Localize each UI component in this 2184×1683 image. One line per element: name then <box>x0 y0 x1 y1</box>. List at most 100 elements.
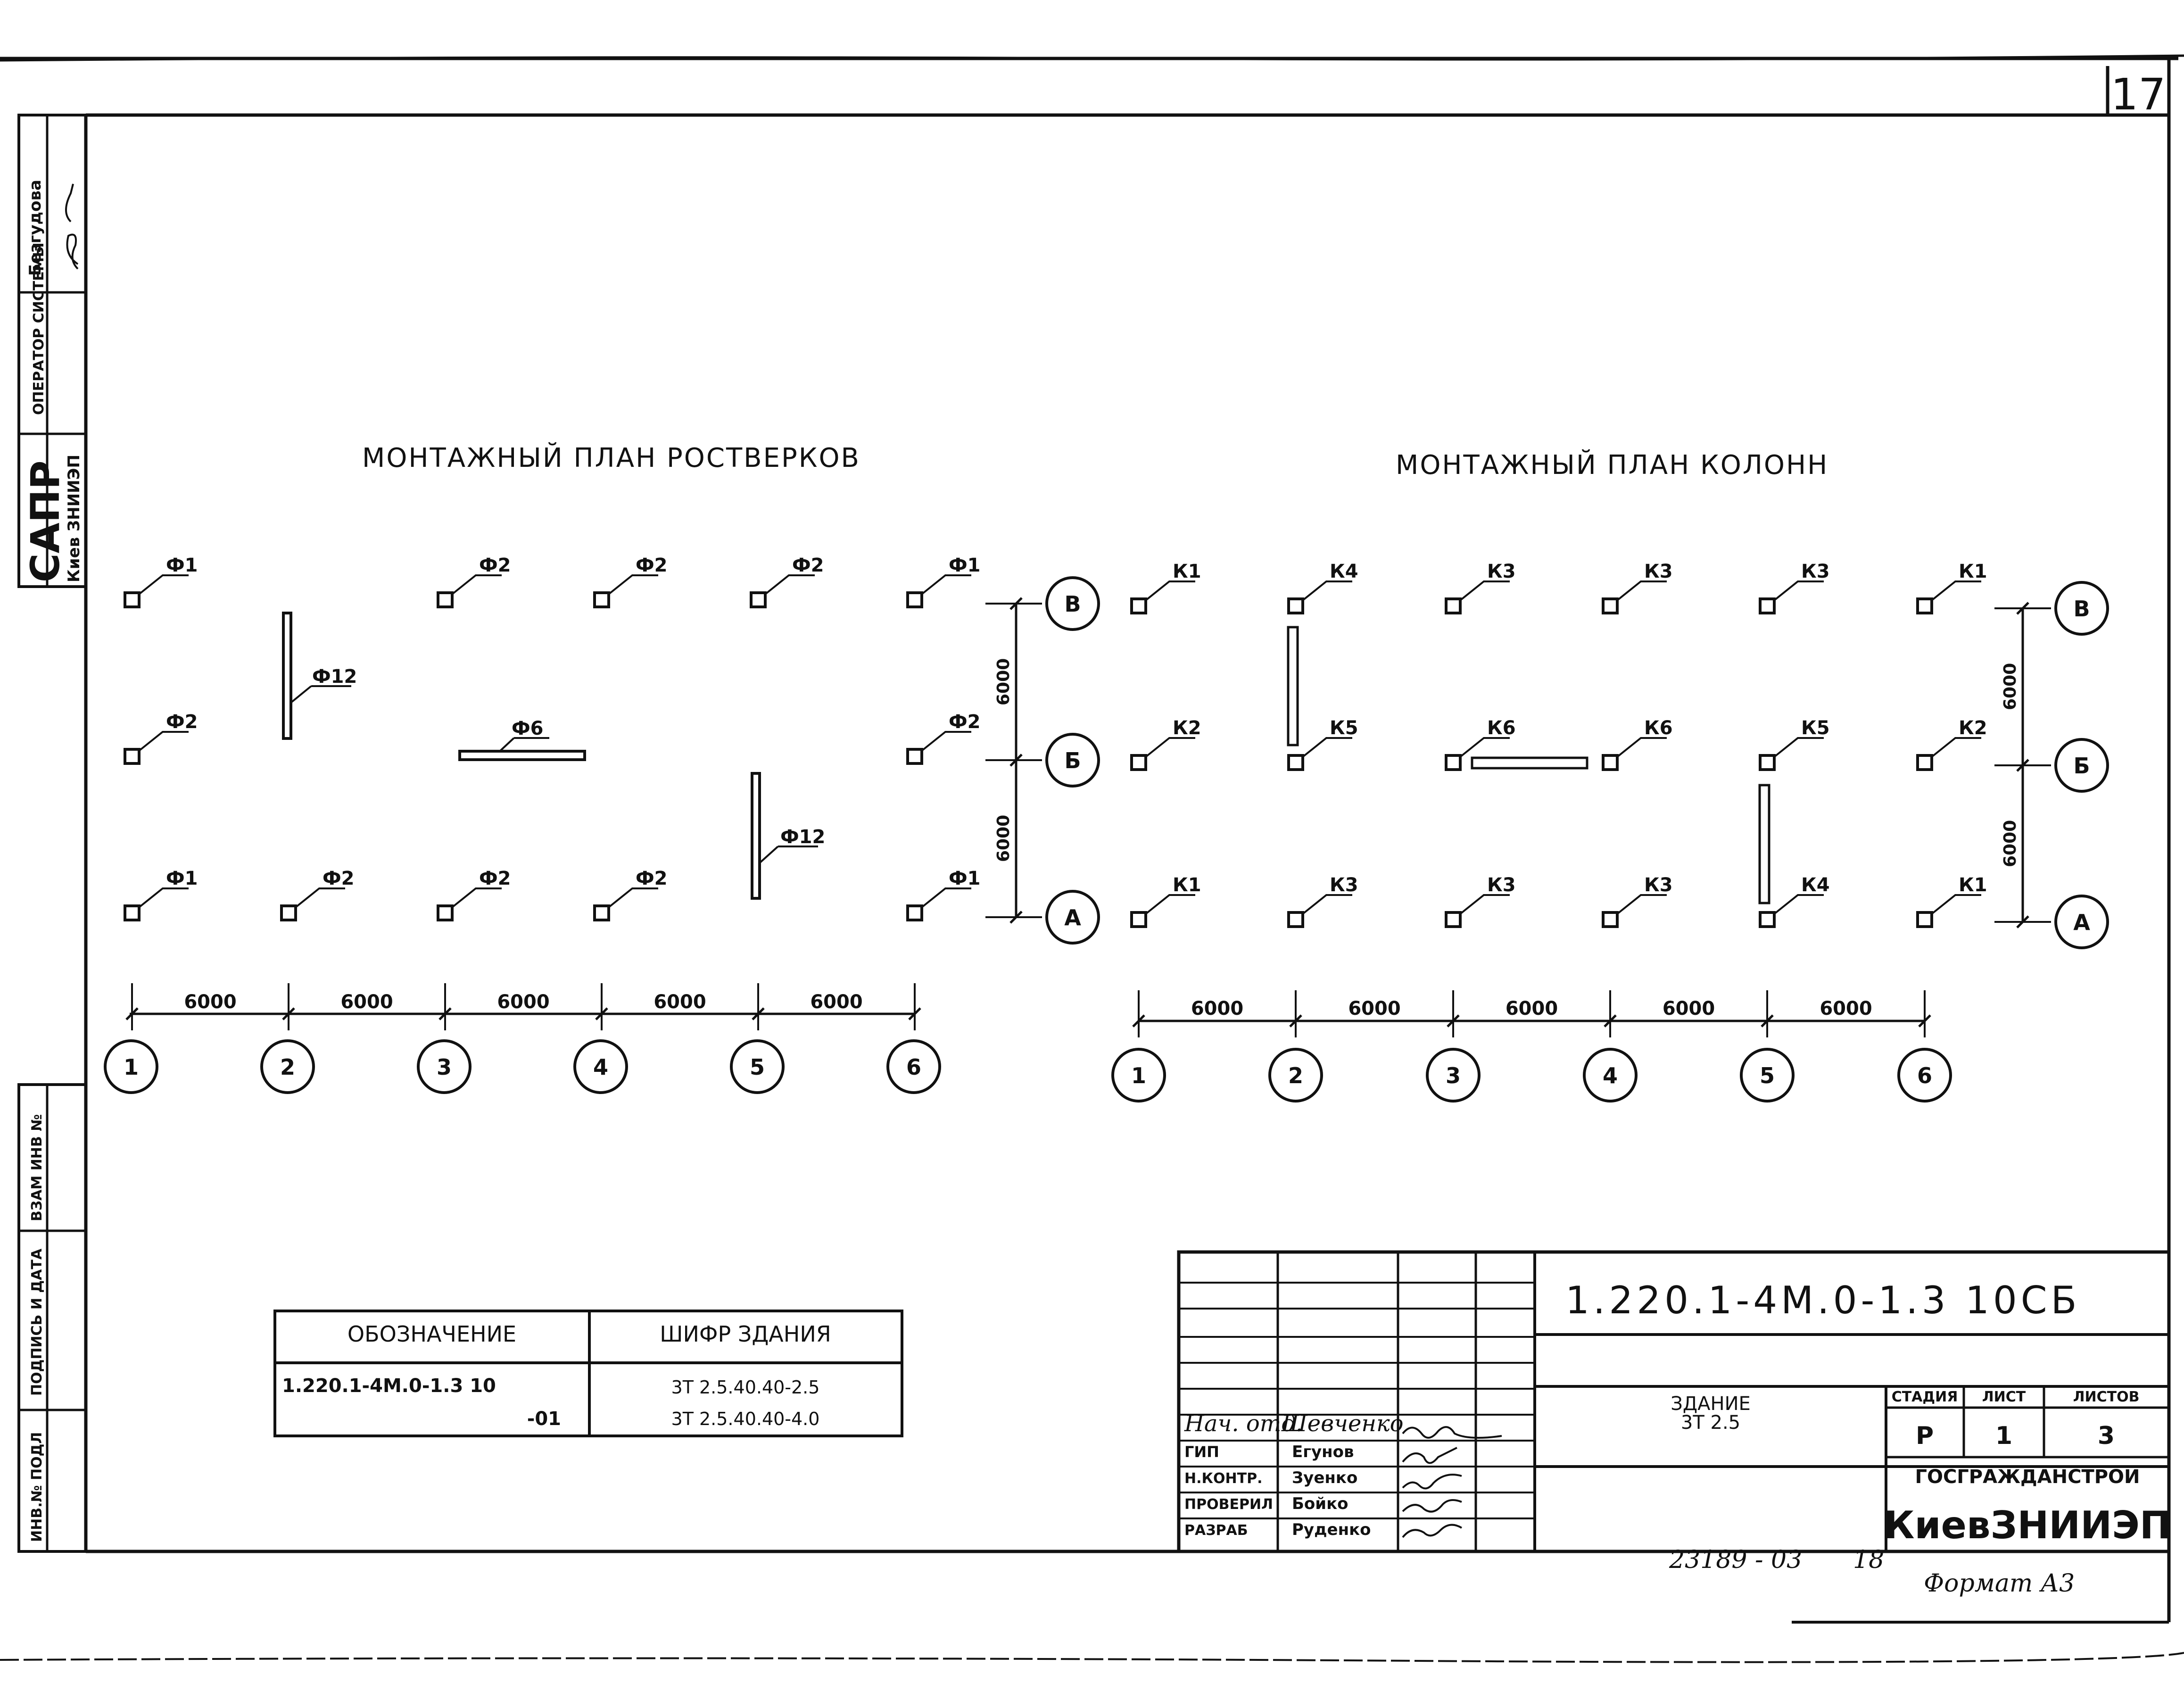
foundation-marker-leader <box>451 574 502 595</box>
foundation-marker-square <box>437 591 454 608</box>
column-axis-label: 2 <box>280 1054 295 1080</box>
foundation-marker-label: Ф1 <box>166 868 198 889</box>
sheets-value: 3 <box>2098 1422 2115 1450</box>
sheets-header: ЛИСТОВ <box>2073 1389 2140 1405</box>
foundation-marker-leader <box>921 574 971 595</box>
dimension-tick <box>2016 602 2029 615</box>
column-marker-leader <box>1145 894 1195 915</box>
role-name: Руденко <box>1292 1520 1371 1539</box>
dimension-tick <box>752 1007 765 1020</box>
foundation-marker-label: Ф2 <box>479 555 511 576</box>
stamp-surname: Безгудова <box>26 180 45 276</box>
column-axis-circle <box>417 1039 472 1094</box>
dimension-tick <box>595 1007 608 1020</box>
dimension-tick <box>2016 759 2029 772</box>
dimension-tick <box>1009 754 1023 767</box>
column-plan-title: МОНТАЖНЫЙ ПЛАН КОЛОНН <box>1396 449 1828 481</box>
dimension-tick <box>1918 1014 1931 1028</box>
column-marker-leader <box>1773 737 1824 758</box>
column-beam-mid <box>1471 756 1588 770</box>
row-axis-label: Б <box>2073 753 2090 779</box>
foundation-marker-label: Ф2 <box>636 868 668 889</box>
foundation-marker-square <box>750 591 767 608</box>
foundation-marker-square <box>906 591 923 608</box>
doc-code: 1.220.1-4М.0-1.3 10СБ <box>1565 1278 2081 1322</box>
beam-f12-right <box>751 772 761 900</box>
designation-cell: 1.220.1-4М.0-1.3 10 <box>282 1375 496 1397</box>
object-name: ЗДАНИЕ <box>1671 1393 1751 1415</box>
dimension-tick <box>438 1007 452 1020</box>
foundation-marker-label: Ф2 <box>636 555 668 576</box>
foundation-marker-square <box>124 748 141 765</box>
column-marker-square <box>1916 754 1933 771</box>
column-marker-label: К3 <box>1644 874 1673 896</box>
column-axis-circle <box>730 1039 785 1094</box>
column-marker-leader <box>1302 580 1352 601</box>
stamp-sapr-org: Киев ЗНИИЭП <box>65 455 83 582</box>
dimension-tick <box>1132 1014 1145 1028</box>
foundation-marker-label: Ф2 <box>166 711 198 733</box>
foundation-marker-square <box>437 904 454 921</box>
dimension-tick <box>125 1007 139 1020</box>
column-axis-circle <box>886 1039 941 1094</box>
row-axis-label: А <box>2073 910 2090 935</box>
page-number: 17 <box>2110 69 2166 120</box>
dimension-tick <box>1009 597 1023 610</box>
column-marker-leader <box>1145 737 1195 758</box>
column-axis-circle <box>260 1039 315 1094</box>
role-label: ГИП <box>1184 1443 1219 1461</box>
column-marker-leader <box>1302 894 1352 915</box>
foundation-marker-square <box>124 591 141 608</box>
stamp-inv-podl: ИНВ.№ ПОДЛ <box>29 1432 45 1542</box>
role-label: ПРОВЕРИЛ <box>1184 1496 1273 1513</box>
beam-label: Ф12 <box>780 826 825 848</box>
foundation-marker-leader <box>138 574 189 595</box>
column-marker-square <box>1916 597 1933 614</box>
span-dim: 6000 <box>654 991 706 1013</box>
column-marker-square <box>1130 597 1147 614</box>
role-name: Зуенко <box>1292 1468 1357 1487</box>
dimension-tick <box>908 1007 921 1020</box>
dimension-tick <box>1009 911 1023 924</box>
column-marker-label: К4 <box>1801 874 1830 896</box>
foundation-marker-leader <box>764 574 815 595</box>
column-beam-left <box>1287 626 1299 746</box>
column-axis-label: 3 <box>1446 1063 1461 1088</box>
column-axis-label: 5 <box>1760 1063 1775 1088</box>
dimension-tick <box>282 1007 295 1020</box>
foundation-marker-square <box>124 904 141 921</box>
column-marker-label: К3 <box>1644 561 1673 582</box>
column-marker-leader <box>1616 580 1667 601</box>
column-marker-label: К6 <box>1487 717 1516 739</box>
column-marker-leader <box>1459 737 1510 758</box>
column-marker-square <box>1130 911 1147 928</box>
column-marker-leader <box>1459 894 1510 915</box>
foundation-plan-title: МОНТАЖНЫЙ ПЛАН РОСТВЕРКОВ <box>362 442 860 473</box>
column-axis-label: 1 <box>124 1054 139 1080</box>
foundation-marker-leader <box>921 731 971 752</box>
stamp-podpis-data: ПОДПИСЬ И ДАТА <box>29 1248 45 1396</box>
column-marker-label: К1 <box>1173 561 1201 582</box>
stamp-sapr: САПР <box>22 460 68 582</box>
archive-number: 23189 - 03 <box>1669 1546 1802 1574</box>
column-marker-leader <box>1931 737 1981 758</box>
span-dim: 6000 <box>497 991 549 1013</box>
stage-value: Р <box>1916 1422 1934 1450</box>
column-marker-label: К3 <box>1487 561 1516 582</box>
column-marker-square <box>1602 911 1619 928</box>
role-label: Н.КОНТР. <box>1184 1470 1262 1487</box>
span-dim: 6000 <box>1820 998 1872 1020</box>
format-note: Формат А3 <box>1924 1569 2075 1598</box>
sheet-value: 1 <box>1995 1422 2012 1450</box>
column-axis-label: 2 <box>1288 1063 1303 1088</box>
org-institute: КиевЗНИИЭП <box>1884 1503 2171 1547</box>
beam-label: Ф6 <box>512 718 544 739</box>
stage-header: СТАДИЯ <box>1892 1389 1958 1405</box>
column-marker-leader <box>1616 737 1667 758</box>
column-marker-leader <box>1931 580 1981 601</box>
beam-label: Ф12 <box>312 666 357 688</box>
foundation-marker-square <box>906 748 923 765</box>
column-marker-leader <box>1931 894 1981 915</box>
column-axis-circle <box>1583 1048 1638 1103</box>
